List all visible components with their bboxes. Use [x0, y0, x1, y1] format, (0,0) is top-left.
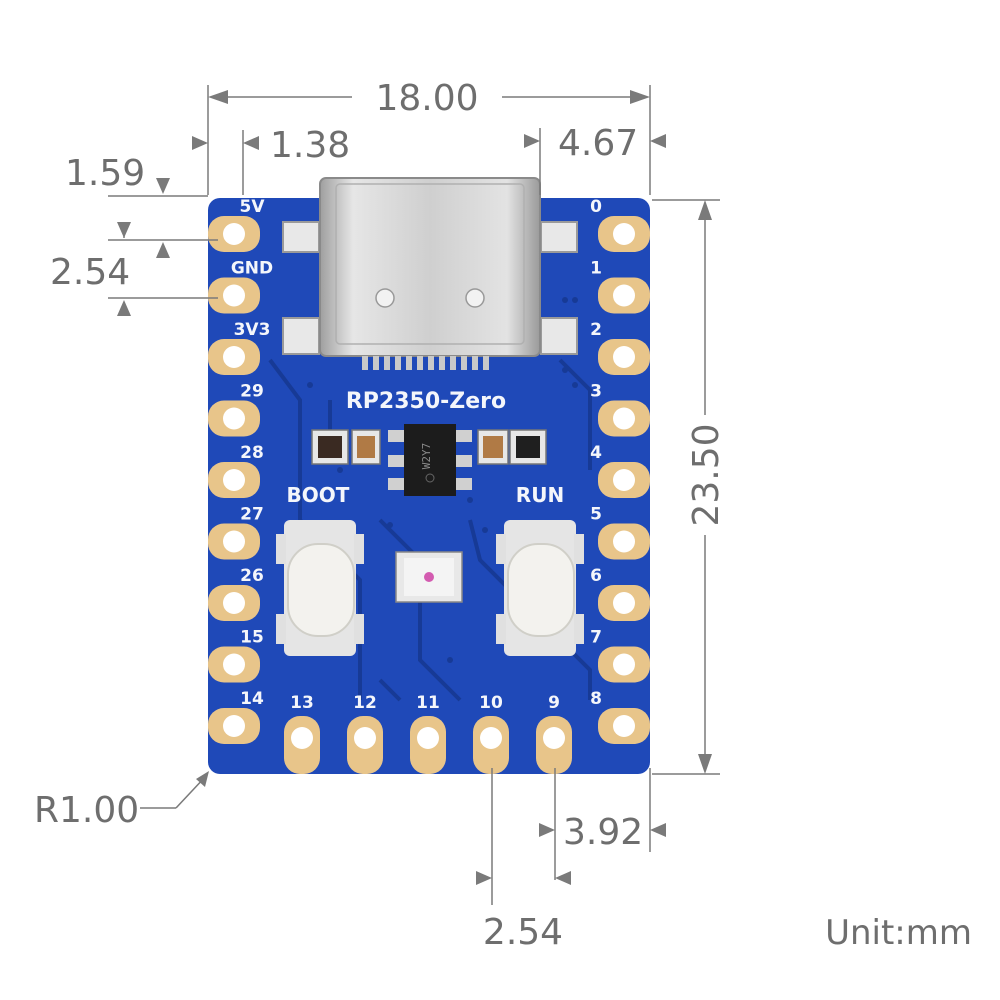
- right-pad-6: [598, 585, 650, 621]
- left-pad-3V3: [208, 339, 260, 375]
- dim-left-edge-offset: 1.38: [270, 125, 350, 166]
- right-pin-label: 1: [590, 259, 602, 279]
- usb-contact: [373, 356, 379, 370]
- right-pin-label: 3: [590, 382, 602, 402]
- right-pin-label: 7: [590, 628, 602, 648]
- regulator-leads: [388, 430, 472, 490]
- dimension-labels: 18.00 1.38 4.67 1.59 2.54 23.50 R1.00 3.…: [34, 78, 972, 953]
- bottom-pad-13: [284, 716, 320, 774]
- left-pad-29: [208, 400, 260, 437]
- left-pin-label: 29: [240, 382, 264, 402]
- usb-contact: [461, 356, 467, 370]
- right-pad-column: [598, 216, 650, 744]
- right-pin-label: 5: [590, 505, 602, 525]
- chip-marking: W2Y7: [420, 443, 433, 470]
- usb-contact: [384, 356, 390, 370]
- usb-contact: [362, 356, 368, 370]
- dim-corner-radius: R1.00: [34, 790, 139, 831]
- usb-contact: [439, 356, 445, 370]
- bottom-pin-labels: 13 12 11 10 9: [290, 693, 560, 713]
- right-pad-7: [598, 646, 650, 683]
- dim-pin-pitch-left: 2.54: [50, 252, 130, 293]
- bottom-pin-label: 11: [416, 693, 440, 713]
- left-pad-26: [208, 585, 260, 621]
- bottom-pin-label: 9: [548, 693, 560, 713]
- left-pin-label: 14: [240, 689, 264, 709]
- usb-contact: [417, 356, 423, 370]
- usb-tab-bl: [282, 317, 320, 355]
- usb-contact: [472, 356, 478, 370]
- right-pin-labels: 0 1 2 3 4 5 6 7 8: [590, 197, 602, 709]
- run-button[interactable]: [496, 520, 584, 656]
- left-pad-5V: [208, 216, 260, 252]
- left-pin-label: 15: [240, 628, 264, 648]
- dim-bottom-right-offset: 3.92: [563, 812, 643, 853]
- left-pin-label: GND: [231, 259, 273, 279]
- usb-tab-tr: [540, 221, 578, 253]
- dim-height: 23.50: [686, 423, 727, 526]
- right-pad-4: [598, 462, 650, 498]
- left-pin-label: 27: [240, 505, 264, 525]
- unit-label: Unit:mm: [825, 913, 972, 953]
- bottom-pad-row: [284, 716, 572, 774]
- right-pad-1: [598, 277, 650, 314]
- right-pad-8: [598, 708, 650, 744]
- left-pin-label: 28: [240, 443, 264, 463]
- left-pad-28: [208, 462, 260, 498]
- right-pin-label: 2: [590, 320, 602, 340]
- right-pin-label: 4: [590, 443, 602, 463]
- right-pin-label: 8: [590, 689, 602, 709]
- boot-button[interactable]: [276, 520, 364, 656]
- dim-width: 18.00: [375, 78, 478, 119]
- bottom-pad-10: [473, 716, 509, 774]
- right-pad-0: [598, 216, 650, 252]
- usb-tab-tl: [282, 221, 320, 253]
- usb-contact: [483, 356, 489, 370]
- left-pin-label: 5V: [240, 197, 266, 217]
- boot-label: BOOT: [287, 483, 350, 507]
- usb-shell: [319, 177, 541, 357]
- dim-pin-pitch-bottom: 2.54: [483, 912, 563, 953]
- board-name: RP2350-Zero: [346, 389, 506, 414]
- dim-top-pin-offset: 1.59: [65, 153, 145, 194]
- dimension-lines: [108, 85, 720, 905]
- left-pad-27: [208, 523, 260, 560]
- left-pad-15: [208, 646, 260, 683]
- right-pin-label: 6: [590, 566, 602, 586]
- bottom-pin-label: 12: [353, 693, 377, 713]
- left-pad-GND: [208, 277, 260, 314]
- bottom-pin-label: 10: [479, 693, 503, 713]
- bottom-pin-label: 13: [290, 693, 314, 713]
- usb-contact: [428, 356, 434, 370]
- usb-c-connector: [282, 177, 578, 370]
- left-pad-column: [208, 216, 260, 744]
- left-pin-label: 3V3: [234, 320, 271, 340]
- right-pad-2: [598, 339, 650, 375]
- left-pad-14: [208, 708, 260, 744]
- run-button-cap[interactable]: [507, 543, 575, 637]
- left-pin-labels: 5V GND 3V3 29 28 27 26 15 14: [231, 197, 273, 709]
- usb-tab-br: [540, 317, 578, 355]
- boot-button-cap[interactable]: [287, 543, 355, 637]
- usb-contact: [395, 356, 401, 370]
- usb-contact: [406, 356, 412, 370]
- bottom-pad-12: [347, 716, 383, 774]
- dim-usb-offset: 4.67: [558, 123, 638, 164]
- bottom-pad-11: [410, 716, 446, 774]
- run-label: RUN: [516, 483, 564, 507]
- components: W2Y7: [311, 424, 547, 603]
- usb-contact: [450, 356, 456, 370]
- right-pin-label: 0: [590, 197, 602, 217]
- bottom-pad-9: [536, 716, 572, 774]
- regulator-chip: [404, 424, 456, 496]
- left-pin-label: 26: [240, 566, 264, 586]
- right-pad-5: [598, 523, 650, 560]
- pcb-vias: [307, 297, 578, 663]
- right-pad-3: [598, 400, 650, 437]
